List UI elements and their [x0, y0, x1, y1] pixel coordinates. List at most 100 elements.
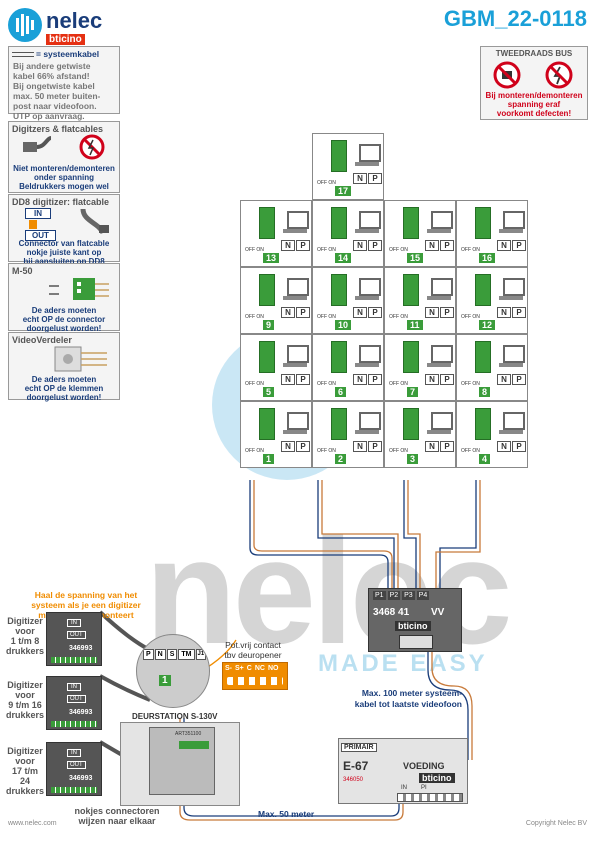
- digitizer-label-line: 17 t/m 24: [11, 766, 38, 786]
- switch-label: OFF ON: [317, 314, 336, 320]
- videophone-base-icon: [355, 229, 379, 233]
- m50-note-1: De aders moeten: [31, 306, 97, 315]
- digitizer-label-line: Digitizer: [7, 616, 43, 626]
- nelec-logo: nelec bticino: [8, 8, 108, 45]
- footer-left: www.nelec.com: [8, 820, 57, 827]
- videophone-cell: OFF ON N P 13: [240, 200, 312, 267]
- videophone-base-icon: [283, 430, 307, 434]
- switch-label: OFF ON: [461, 314, 480, 320]
- distributor-model: 3468 41: [373, 607, 410, 618]
- m50-title: M-50: [12, 266, 33, 276]
- videophone-connector-icon: [259, 274, 275, 306]
- videophone-base-icon: [499, 296, 523, 300]
- videophone-number: 3: [407, 454, 419, 464]
- digitizer-out: OUT: [67, 631, 86, 639]
- videophone-cell: OFF ON N P 5: [240, 334, 312, 401]
- videophone-connector-icon: [259, 408, 275, 440]
- videophone-cell: OFF ON N P 7: [384, 334, 456, 401]
- videophone-cell: OFF ON N P 11: [384, 267, 456, 334]
- switch-label: OFF ON: [389, 448, 408, 454]
- bus-note: Bij monteren/demonteren spanning eraf vo…: [481, 91, 587, 118]
- videophone-screen-icon: [503, 345, 525, 363]
- videophone-cell: OFF ON N P 6: [312, 334, 384, 401]
- p-label: P: [296, 441, 310, 452]
- p-label: P: [296, 240, 310, 251]
- videophone-number: 8: [479, 387, 491, 397]
- door-station: ART351100: [120, 722, 240, 806]
- distributor-ports: P1 P2 P3 P4: [373, 591, 430, 600]
- videophone-screen-icon: [287, 345, 309, 363]
- m50-connector-icon: [49, 278, 109, 300]
- dd8-note-2: nokje juiste kant op: [26, 248, 102, 257]
- logo-brand: nelec: [46, 8, 103, 33]
- videophone-cell: OFF ON N P 16: [456, 200, 528, 267]
- n-label: N: [353, 173, 367, 184]
- digitizers-title: Digitzers & flatcables: [12, 124, 104, 134]
- no-voltage-icon-bus: [545, 61, 573, 89]
- dd8-note: Connector van flatcable nokje juiste kan…: [9, 239, 119, 266]
- videophone-base-icon: [283, 296, 307, 300]
- videophone-connector-icon: [331, 207, 347, 239]
- cable-info-panel: = systeemkabel Bij andere getwiste kabel…: [8, 46, 120, 121]
- switch-label: OFF ON: [317, 247, 336, 253]
- digitizer-model: 346993: [69, 645, 93, 652]
- videophone-number: 13: [263, 253, 280, 263]
- contact-s-plus: S+: [235, 665, 244, 672]
- p-label: P: [368, 240, 382, 251]
- switch-label: OFF ON: [389, 381, 408, 387]
- digitizers-note-2: onder spanning: [34, 173, 94, 182]
- watermark-subtext: MADE EASY: [318, 650, 488, 677]
- switch-label: OFF ON: [245, 247, 264, 253]
- dd8-note-3: bij aansluiten op DD8: [23, 257, 105, 266]
- videophone-connector-icon: [475, 408, 491, 440]
- p-label: P: [368, 374, 382, 385]
- digitizer-terminals: [51, 657, 97, 663]
- switch-label: OFF ON: [317, 381, 336, 387]
- distributor-brand: bticino: [395, 621, 431, 631]
- flatcable-icon: [23, 136, 51, 152]
- videophone-number: 16: [479, 253, 496, 263]
- p-label: P: [440, 240, 454, 251]
- digitizer-label-line: drukkers: [6, 646, 45, 656]
- contact-terminal-block: S- S+ C NC NO: [222, 662, 288, 690]
- videophone-cell: OFF ON N P 8: [456, 334, 528, 401]
- cable-line-2: kabel 66% afstand!: [13, 71, 90, 81]
- power-supply: PRIMAIR E-67 VOEDING bticino 346050 IN P…: [338, 738, 468, 804]
- p-label: P: [440, 374, 454, 385]
- p-label: P: [512, 374, 526, 385]
- distributor-port-4: P4: [416, 591, 430, 600]
- p-label: P: [368, 441, 382, 452]
- cable-line-icon: [12, 51, 34, 57]
- n-label: N: [425, 240, 439, 251]
- switch-label: OFF ON: [461, 247, 480, 253]
- videophone-cell: OFF ON N P 1: [240, 401, 312, 468]
- videophone-base-icon: [355, 162, 379, 166]
- digitizers-note-3: Beldrukkers mogen wel: [19, 182, 109, 191]
- videophone-connector-icon: [475, 207, 491, 239]
- terminal-jumper: 1: [159, 675, 171, 686]
- videophone-screen-icon: [359, 211, 381, 229]
- digitizer-out: OUT: [67, 761, 86, 769]
- videophone-cell: OFF ON N P 10: [312, 267, 384, 334]
- videophone-base-icon: [355, 363, 379, 367]
- digitizer-model: 346993: [69, 709, 93, 716]
- door-station-model: ART351100: [175, 731, 202, 737]
- n-label: N: [281, 441, 295, 452]
- videophone-cell: OFF ON N P 3: [384, 401, 456, 468]
- videophone-cell: OFF ON N P 12: [456, 267, 528, 334]
- videophone-cell: OFF ON N P 4: [456, 401, 528, 468]
- digitizer-module: IN OUT 346993: [46, 612, 102, 666]
- terminal-j2: J2: [207, 649, 209, 660]
- videophone-number: 2: [335, 454, 347, 464]
- n-label: N: [353, 374, 367, 385]
- videoverdeler-icon: [54, 346, 107, 372]
- digitizer-label-line: drukkers: [6, 786, 45, 796]
- p-label: P: [296, 374, 310, 385]
- videophone-base-icon: [427, 363, 451, 367]
- dd8-title: DD8 digitizer: flatcable: [12, 197, 110, 207]
- videophone-base-icon: [499, 363, 523, 367]
- videophone-number: 15: [407, 253, 424, 263]
